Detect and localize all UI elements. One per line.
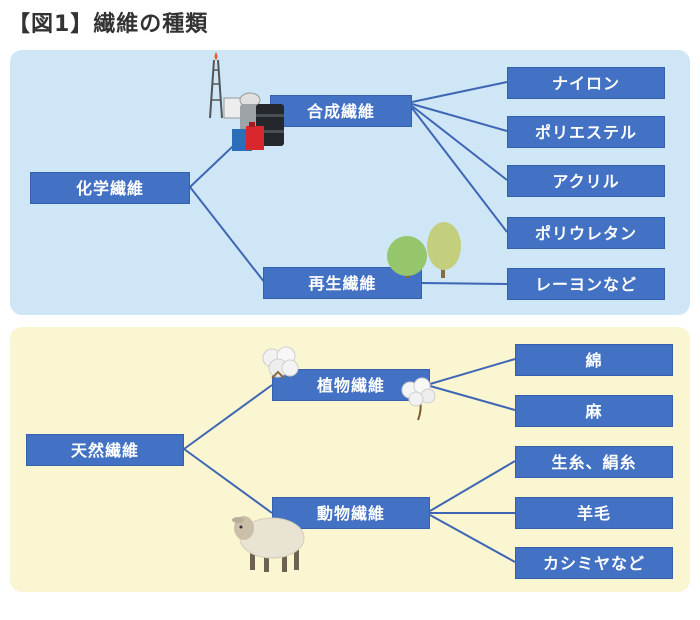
sheep-icon bbox=[232, 516, 305, 572]
node-hemp: 麻 bbox=[515, 395, 673, 427]
node-nylon: ナイロン bbox=[507, 67, 665, 99]
node-animal-fiber: 動物繊維 bbox=[272, 497, 430, 529]
connector-line bbox=[183, 448, 273, 514]
node-natural-fiber: 天然繊維 bbox=[26, 434, 184, 466]
node-polyester: ポリエステル bbox=[507, 116, 665, 148]
node-cashmere: カシミヤなど bbox=[515, 547, 673, 579]
trees-icon bbox=[387, 222, 461, 278]
connector-line bbox=[411, 105, 508, 181]
node-chemical-fiber: 化学繊維 bbox=[30, 172, 190, 204]
node-synthetic-fiber: 合成繊維 bbox=[270, 95, 412, 127]
page-title: 【図1】繊維の種類 bbox=[8, 12, 209, 37]
connector-line bbox=[411, 81, 508, 103]
connector-line bbox=[411, 107, 508, 233]
node-silk: 生糸、絹糸 bbox=[515, 446, 673, 478]
connector-line bbox=[429, 514, 516, 563]
connector-line bbox=[429, 460, 516, 512]
connector-line bbox=[411, 103, 508, 132]
connector-line bbox=[429, 358, 516, 385]
cotton-flower-icon bbox=[262, 346, 299, 379]
node-acrylic: アクリル bbox=[507, 165, 665, 197]
cotton-boll-icon bbox=[401, 377, 436, 421]
node-polyurethane: ポリウレタン bbox=[507, 217, 665, 249]
node-rayon: レーヨンなど bbox=[507, 268, 665, 300]
factory-oil-drums-icon bbox=[209, 52, 284, 151]
connector-line bbox=[183, 384, 273, 450]
node-cotton: 綿 bbox=[515, 344, 673, 376]
connector-line bbox=[429, 385, 516, 411]
connector-line bbox=[189, 186, 266, 284]
connector-line bbox=[421, 282, 508, 285]
node-wool: 羊毛 bbox=[515, 497, 673, 529]
